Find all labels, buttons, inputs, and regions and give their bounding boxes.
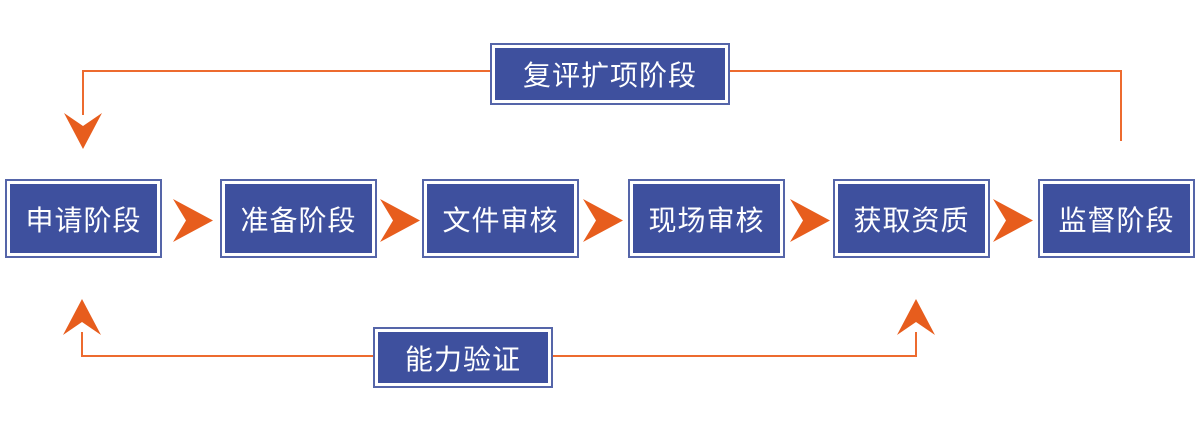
bottom-loop-label-box: 能力验证 bbox=[373, 327, 553, 388]
stage-box-document-review: 文件审核 bbox=[422, 179, 579, 258]
bottom-loop-right-vertical-line bbox=[915, 332, 917, 357]
down-arrow-icon bbox=[64, 113, 102, 149]
flow-chevron-icon bbox=[790, 199, 830, 242]
flow-chevron-icon bbox=[993, 199, 1033, 242]
flow-chevron-icon bbox=[173, 199, 213, 242]
stage-box-supervision: 监督阶段 bbox=[1038, 179, 1195, 258]
stage-box-obtain-qualification: 获取资质 bbox=[833, 179, 990, 258]
flow-chevron-icon bbox=[583, 199, 623, 242]
flow-chevron-icon bbox=[380, 199, 420, 242]
stage-label: 准备阶段 bbox=[225, 184, 372, 253]
stage-box-application: 申请阶段 bbox=[5, 179, 162, 258]
up-arrow-icon bbox=[63, 299, 101, 335]
top-loop-label-box: 复评扩项阶段 bbox=[490, 43, 730, 105]
stage-label: 现场审核 bbox=[633, 184, 780, 253]
up-arrow-icon bbox=[897, 299, 935, 335]
top-loop-label: 复评扩项阶段 bbox=[495, 48, 725, 100]
stage-label: 申请阶段 bbox=[10, 184, 157, 253]
stage-label: 监督阶段 bbox=[1043, 184, 1190, 253]
stage-label: 获取资质 bbox=[838, 184, 985, 253]
stage-box-onsite-review: 现场审核 bbox=[628, 179, 785, 258]
top-loop-right-vertical-line bbox=[1120, 70, 1122, 141]
bottom-loop-label: 能力验证 bbox=[378, 332, 548, 383]
top-loop-left-vertical-line bbox=[82, 70, 84, 115]
bottom-loop-left-vertical-line bbox=[81, 332, 83, 357]
stage-label: 文件审核 bbox=[427, 184, 574, 253]
stage-box-preparation: 准备阶段 bbox=[220, 179, 377, 258]
